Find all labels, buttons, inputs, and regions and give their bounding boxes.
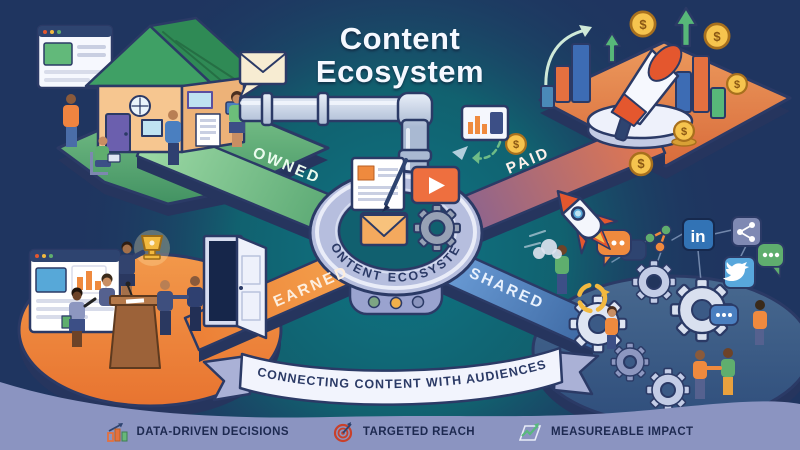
person-trophy-holder	[119, 241, 146, 299]
dollar-sign: $	[637, 156, 645, 171]
growth-curve-arrow	[544, 28, 588, 92]
pedestal-dot-green	[367, 295, 381, 309]
twitter-icon	[723, 256, 756, 289]
legend-label: TARGETED REACH	[362, 426, 476, 438]
title-line2: Ecosystem	[315, 54, 485, 90]
person-reporter	[61, 287, 97, 347]
bar-chart-icon	[106, 423, 128, 442]
person-laptop	[90, 136, 121, 175]
person-standing	[165, 110, 181, 165]
linkedin-icon: in	[682, 218, 715, 251]
share-icon	[731, 216, 762, 247]
bar-green	[710, 87, 726, 119]
linkedin-glyph: in	[690, 227, 705, 246]
pedestal-dot-orange	[389, 296, 403, 310]
dollar-sign: $	[513, 139, 519, 151]
trophy	[134, 230, 170, 266]
rocket	[524, 189, 619, 259]
legend-item-targeted-reach: TARGETED REACH	[333, 421, 475, 443]
shared-scene: in	[524, 189, 785, 413]
arrow-toward-hub	[452, 146, 468, 160]
podium	[109, 281, 161, 369]
page-title: Content Ecosystem	[0, 22, 800, 89]
video-player-icon	[410, 165, 461, 205]
legend-item-data-driven: DATA-DRIVEN DECISIONS	[106, 422, 289, 442]
dollar-sign: $	[639, 17, 647, 32]
owned-scene	[36, 16, 288, 175]
person-tablet	[63, 94, 79, 147]
dollar-sign: $	[681, 126, 687, 138]
side-window	[187, 91, 213, 109]
legend-item-measureable-impact: MEASUREABLE IMPACT	[519, 422, 693, 442]
footer-band	[0, 382, 800, 450]
open-door	[202, 234, 268, 340]
share-nodes-icon	[644, 224, 672, 253]
email-icon	[359, 211, 409, 247]
person-right	[753, 300, 767, 345]
pedestal-dot-slate	[411, 295, 425, 309]
bird-glyph	[723, 262, 749, 281]
article-icon	[350, 156, 408, 212]
legend-label: MEASUREABLE IMPACT	[551, 426, 694, 438]
email-bubble	[238, 50, 288, 99]
bar-orange	[692, 55, 710, 113]
dollar-sign: $	[713, 29, 721, 44]
people-handshake	[157, 276, 203, 335]
footer-legend: DATA-DRIVEN DECISIONS TARGETED REACH MEA…	[0, 421, 800, 443]
title-line1: Content	[339, 21, 461, 56]
bar-orange	[554, 65, 571, 103]
earned-scene	[28, 230, 268, 369]
target-icon	[333, 422, 353, 443]
chat-bubble-blue	[709, 304, 739, 326]
browser-window	[36, 24, 114, 90]
dollar-sign: $	[734, 79, 740, 91]
ribbon-tail-right	[552, 350, 600, 396]
pen-icon	[384, 158, 408, 206]
bar-blue	[571, 43, 591, 103]
door	[105, 113, 131, 153]
ribbon-body	[238, 346, 564, 406]
paid-scene: $ $ $ $ $ $	[460, 6, 749, 177]
analytics-card	[460, 104, 510, 142]
legend-label: DATA-DRIVEN DECISIONS	[136, 426, 289, 438]
dollar-coins: $ $ $ $ $ $	[504, 10, 749, 177]
refresh-arrows-icon	[576, 282, 608, 314]
growth-arrow-icon	[519, 423, 542, 441]
wall-document	[195, 113, 221, 147]
bar-teal	[540, 85, 555, 109]
ribbon-tail-left	[202, 354, 252, 402]
person-on-gear	[605, 306, 618, 349]
megaphone	[610, 44, 683, 142]
people-pair	[693, 348, 735, 399]
front-window	[141, 119, 163, 137]
chat-bubble-green	[756, 242, 785, 278]
